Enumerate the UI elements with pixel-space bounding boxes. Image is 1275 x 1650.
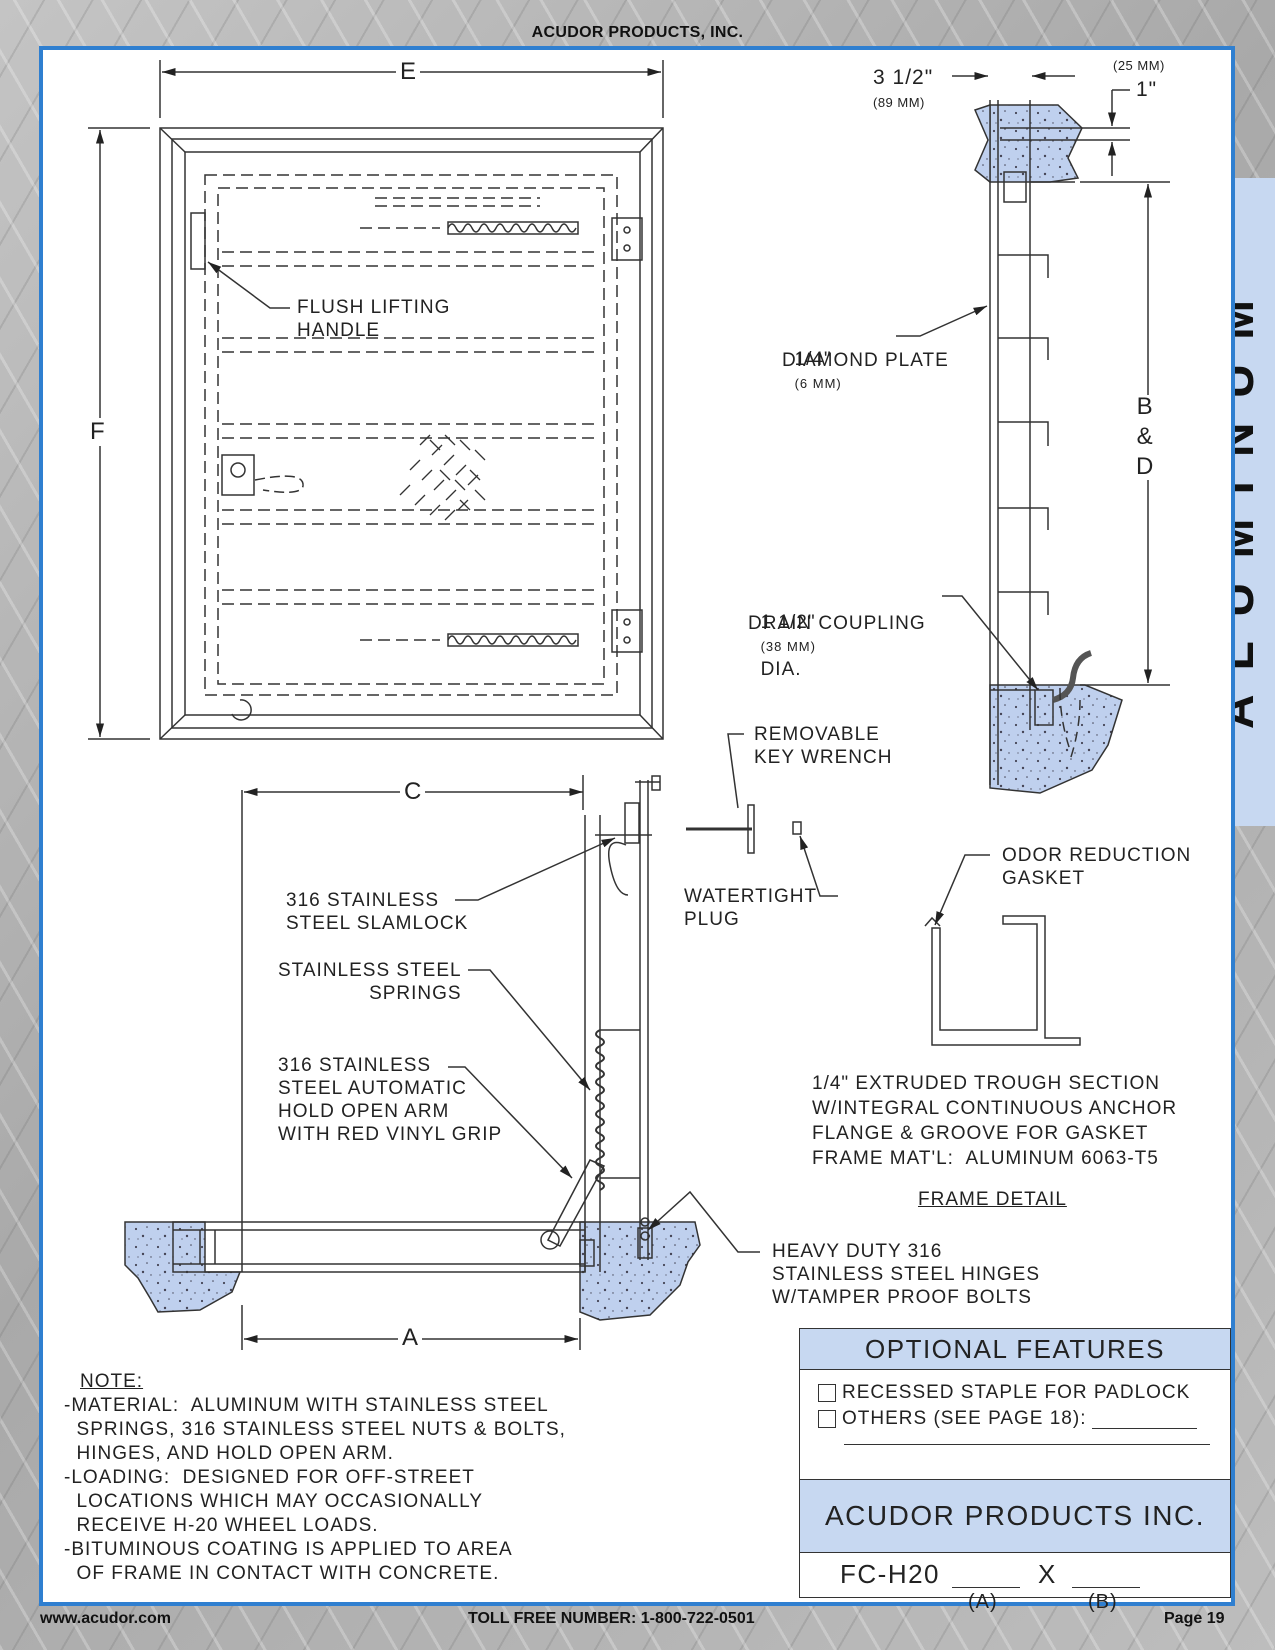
others-extra-line [844,1444,1210,1445]
model-label-a: (A) [968,1591,998,1613]
callout-slamlock: 316 STAINLESS STEEL SLAMLOCK [286,890,469,934]
callout-drain-size: 1 1/2" (38 MM) DIA. [748,588,816,681]
option-others: OTHERS (SEE PAGE 18): [818,1406,1212,1432]
dim-flange-mm: (25 MM) [1113,58,1165,73]
frame-detail-title: FRAME DETAIL [918,1189,1067,1210]
model-blank-b [1072,1587,1140,1588]
callout-diamond-plate: DIAMOND PLATE [782,350,949,371]
model-label-b: (B) [1088,1591,1118,1613]
dim-flange: 1" [1136,78,1158,101]
note-line-5: LOCATIONS WHICH MAY OCCASIONALLY [64,1491,483,1512]
dim-frame-width-mm: (89 MM) [873,95,925,110]
frame-section-view [973,100,1130,794]
callout-diamond-plate-size: 1/4" (6 MM) [782,325,842,395]
diamond-plate-mm: (6 MM) [794,376,842,391]
diamond-plate-size: 1/4" [794,349,832,370]
model-number-row: FC-H20 X (A) (B) [800,1553,1230,1613]
others-blank-line [1092,1410,1198,1429]
drain-dia: DIA. [760,659,802,680]
model-x: X [1038,1559,1056,1589]
option-recessed-staple: RECESSED STAPLE FOR PADLOCK [818,1380,1212,1406]
title-block-company: ACUDOR PRODUCTS INC. [800,1480,1230,1553]
option-others-label: OTHERS (SEE PAGE 18): [842,1408,1087,1429]
note-line-4: -LOADING: DESIGNED FOR OFF-STREET [64,1467,475,1488]
note-line-7: -BITUMINOUS COATING IS APPLIED TO AREA [64,1539,513,1560]
dim-b-and-d: B & D [1136,393,1155,480]
dim-f: F [86,418,109,446]
title-block: OPTIONAL FEATURES RECESSED STAPLE FOR PA… [799,1328,1231,1613]
callout-flush-lifting-handle: FLUSH LIFTING HANDLE [297,297,451,341]
note-line-6: RECEIVE H-20 WHEEL LOADS. [64,1515,379,1536]
footer-website[interactable]: www.acudor.com [40,1610,171,1627]
dim-frame-width: 3 1/2" [873,66,934,89]
model-prefix: FC-H20 [840,1559,941,1589]
dim-c: C [400,778,426,806]
cover-open-section-view [124,733,1081,1321]
note-line-1: -MATERIAL: ALUMINUM WITH STAINLESS STEEL [64,1395,549,1416]
dim-a: A [398,1324,423,1352]
note-line-8: OF FRAME IN CONTACT WITH CONCRETE. [64,1563,500,1584]
note-title: NOTE: [80,1371,144,1392]
drain-mm: (38 MM) [760,639,816,654]
footer-toll-free: TOLL FREE NUMBER: 1-800-722-0501 [468,1610,755,1627]
callout-trough-section: 1/4" EXTRUDED TROUGH SECTION W/INTEGRAL … [812,1073,1178,1169]
note-line-2: SPRINGS, 316 STAINLESS STEEL NUTS & BOLT… [64,1419,566,1440]
callout-watertight-plug: WATERTIGHT PLUG [684,886,818,930]
header-company: ACUDOR PRODUCTS, INC. [531,24,744,41]
callout-odor-gasket: ODOR REDUCTION GASKET [1002,845,1192,889]
footer-page-number: Page 19 [1164,1610,1225,1627]
callout-hold-open-arm: 316 STAINLESS STEEL AUTOMATIC HOLD OPEN … [278,1055,503,1145]
checkbox-recessed-staple[interactable] [818,1384,836,1402]
optional-features-list: RECESSED STAPLE FOR PADLOCK OTHERS (SEE … [800,1370,1230,1480]
callout-hinges: HEAVY DUTY 316 STAINLESS STEEL HINGES W/… [772,1241,1041,1308]
dim-e: E [396,58,421,86]
checkbox-others[interactable] [818,1410,836,1428]
note-line-3: HINGES, AND HOLD OPEN ARM. [64,1443,394,1464]
option-recessed-staple-label: RECESSED STAPLE FOR PADLOCK [842,1382,1191,1403]
model-blank-a [952,1587,1020,1588]
callout-drain-coupling: DRAIN COUPLING [748,613,926,634]
plan-view [159,127,664,740]
diamond-plate-pattern [399,434,486,521]
callout-removable-key-wrench: REMOVABLE KEY WRENCH [754,724,893,768]
callout-springs: STAINLESS STEEL SPRINGS [278,960,462,1004]
drain-size: 1 1/2" [760,612,816,633]
optional-features-heading: OPTIONAL FEATURES [800,1329,1230,1370]
